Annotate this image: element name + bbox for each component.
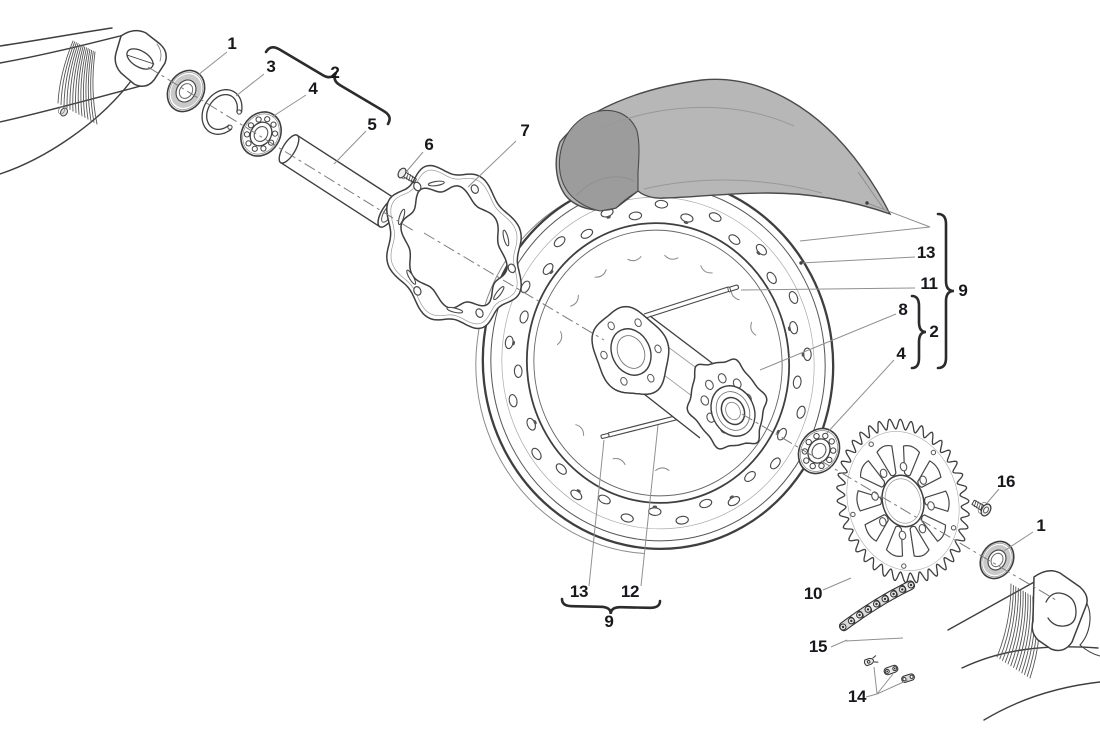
master-link-side-plate xyxy=(901,673,915,683)
spoke-nipple-upper xyxy=(727,284,740,293)
callout-1-right: 1 xyxy=(1036,516,1046,535)
brace-9-right xyxy=(936,212,955,370)
callout-16: 16 xyxy=(996,472,1016,491)
brace-2-left xyxy=(264,45,391,126)
callout-7: 7 xyxy=(520,121,530,140)
spacer-tube xyxy=(278,134,399,228)
callout-2-right: 2 xyxy=(929,322,939,341)
spoke-nipple-lower xyxy=(600,433,610,439)
leader-line xyxy=(865,666,909,698)
leader-line xyxy=(822,488,1034,591)
swingarm-right xyxy=(947,570,1100,721)
leader-line xyxy=(740,202,931,434)
drive-chain xyxy=(838,580,916,632)
master-link-clip xyxy=(863,655,879,667)
callout-10: 10 xyxy=(803,584,823,603)
circlip xyxy=(201,89,243,135)
bearing-right xyxy=(797,427,841,475)
callout-13-bottom: 13 xyxy=(569,582,589,601)
callout-9-bottom: 9 xyxy=(604,612,614,631)
brace-9-bottom xyxy=(560,597,662,615)
leader-lines xyxy=(197,51,1034,698)
callout-13-right: 13 xyxy=(916,243,936,262)
swingarm-flex-hatch xyxy=(996,583,1041,679)
disc-bolt xyxy=(397,167,417,184)
callout-3-left: 3 xyxy=(266,57,276,76)
axis-centerlines xyxy=(147,66,1057,601)
tire-section xyxy=(555,78,892,216)
leader-line xyxy=(588,424,904,648)
chain-master-link-parts xyxy=(863,655,915,683)
swingarm-bolt-nub xyxy=(58,106,68,117)
callout-6: 6 xyxy=(424,135,434,154)
master-link-pin-plate xyxy=(883,664,899,676)
sprocket-bolt xyxy=(971,499,992,517)
callout-braces xyxy=(264,45,955,615)
callout-2-left: 2 xyxy=(330,63,340,82)
callout-8-right: 8 xyxy=(898,300,908,319)
callout-5: 5 xyxy=(367,115,377,134)
callout-14: 14 xyxy=(847,687,867,706)
leader-dot xyxy=(865,201,869,205)
leader-dot xyxy=(799,261,803,265)
callout-4-right: 4 xyxy=(896,344,906,363)
leader-line xyxy=(197,51,517,188)
wheel-hub xyxy=(591,305,768,450)
callout-11-right: 11 xyxy=(920,274,938,293)
callout-12-bottom: 12 xyxy=(620,582,640,601)
callout-4-left: 4 xyxy=(308,79,318,98)
brace-2-right xyxy=(910,294,927,370)
swingarm-flex-hatch xyxy=(57,40,98,125)
callout-1-left: 1 xyxy=(227,34,237,53)
callout-15: 15 xyxy=(808,637,828,656)
swingarm-left xyxy=(0,27,167,175)
rear-sprocket xyxy=(836,418,970,584)
seal-ring-right xyxy=(979,540,1015,580)
callout-9-right: 9 xyxy=(958,281,968,300)
brake-disc xyxy=(386,164,522,330)
